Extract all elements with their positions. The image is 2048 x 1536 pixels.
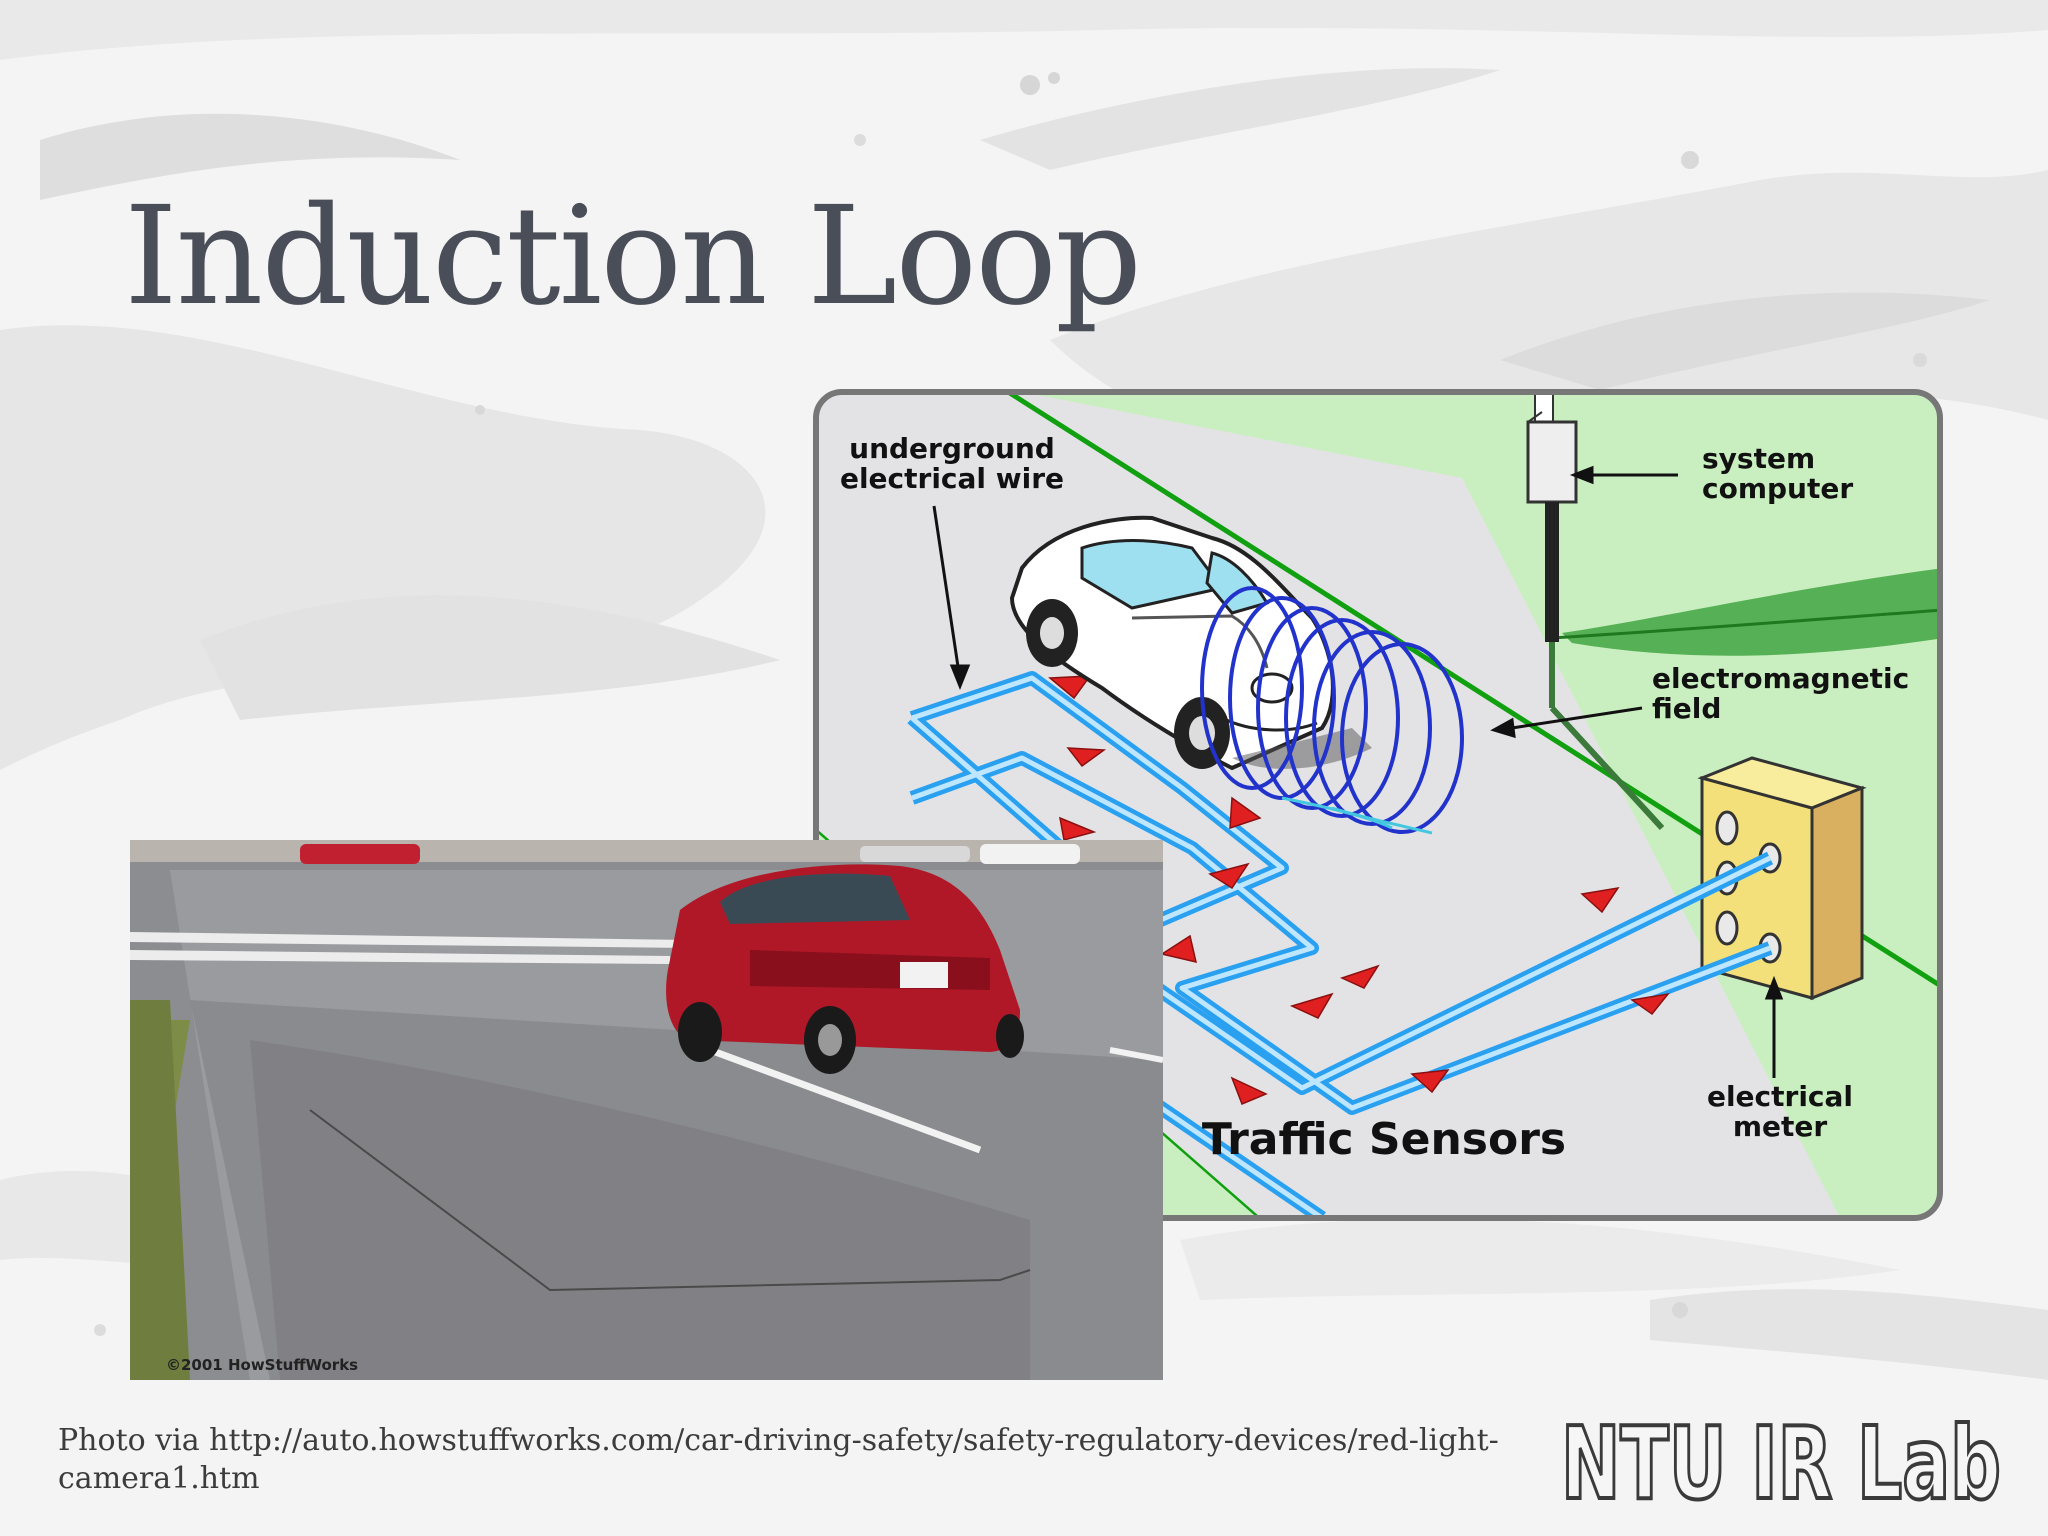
electromagnetic-field-rings (1200, 586, 1464, 834)
diagram-caption: Traffic Sensors (1202, 1114, 1566, 1165)
photo-copyright: ©2001 HowStuffWorks (166, 1356, 358, 1374)
label-meter-line2: meter (1733, 1110, 1828, 1143)
label-wire-line2: electrical wire (840, 462, 1064, 495)
grass-area (1002, 392, 1940, 1008)
label-computer-line1: system (1702, 442, 1815, 475)
system-computer-box (1526, 420, 1578, 504)
label-meter-line1: electrical (1707, 1080, 1853, 1113)
slide-title: Induction Loop (124, 178, 1142, 336)
diagram-frame (813, 389, 1943, 1221)
road-photo: ©2001 HowStuffWorks (130, 840, 1163, 1380)
distant-red-car (300, 844, 420, 864)
ntu-ir-lab-logo: NTU IR Lab (1559, 1403, 2003, 1516)
label-wire-line1: underground (849, 432, 1055, 465)
label-field-line1: electromagnetic (1652, 662, 1909, 695)
label-field-line2: field (1652, 692, 1721, 725)
red-car (666, 864, 1024, 1074)
label-computer-line2: computer (1702, 472, 1853, 505)
photo-source-caption: Photo via http://auto.howstuffworks.com/… (58, 1423, 1499, 1496)
logo-text: NTU IR Lab (1561, 1405, 2001, 1516)
